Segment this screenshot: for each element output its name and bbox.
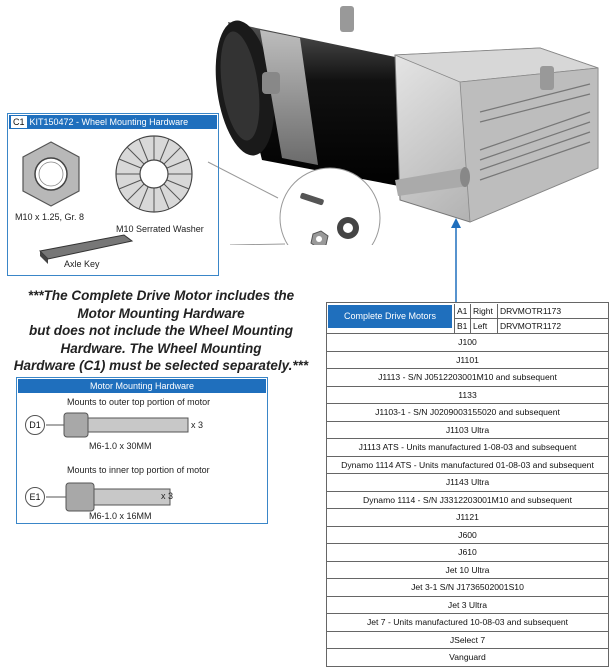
table-row: Dynamo 1114 ATS - Units manufactured 01-…: [327, 457, 608, 474]
table-row: Vanguard: [449, 652, 486, 662]
table-row: Dynamo 1114 - S/N J3312203001M10 and sub…: [327, 492, 608, 509]
table-row: J1113 ATS - Units manufactured 1-08-03 a…: [327, 439, 608, 457]
motor-hardware-title: Motor Mounting Hardware: [18, 379, 266, 393]
complete-drive-motors-table: Complete Drive Motors A1 Right DRVMOTR11…: [326, 302, 609, 667]
note-line: but does not include the Wheel Mounting: [29, 323, 293, 338]
table-title: Complete Drive Motors: [328, 305, 452, 328]
option-row-b1: B1 Left DRVMOTR1172: [454, 318, 609, 333]
option-part-number: DRVMOTR1172: [497, 319, 609, 333]
table-row: J610: [327, 544, 608, 562]
axle-key-caption: Axle Key: [64, 259, 100, 269]
e1-quantity: x 3: [161, 491, 174, 501]
nut-caption: M10 x 1.25, Gr. 8: [15, 212, 85, 222]
table-row: J1121: [327, 509, 608, 527]
d1-screw-image: [46, 412, 189, 438]
kit-code: C1: [11, 116, 27, 128]
note-line: Hardware. The Wheel Mounting: [60, 340, 262, 356]
e1-screw-image: [46, 482, 171, 512]
option-part-number: DRVMOTR1173: [497, 304, 609, 318]
note-line: Motor Mounting Hardware: [77, 305, 245, 321]
table-row: Jet 10 Ultra: [327, 562, 608, 579]
kit-title: KIT150472 - Wheel Mounting Hardware: [29, 117, 189, 127]
e1-spec: M6-1.0 x 16MM: [89, 511, 152, 521]
table-row: J1103-1 - S/N J0209003155020 and subsequ…: [327, 404, 608, 422]
washer-caption: M10 Serrated Washer: [116, 224, 204, 234]
d1-quantity: x 3: [191, 420, 204, 430]
option-side: Right: [470, 304, 497, 318]
table-header: Complete Drive Motors A1 Right DRVMOTR11…: [327, 303, 609, 334]
d1-spec: M6-1.0 x 30MM: [89, 441, 152, 451]
table-row: J600: [327, 527, 608, 544]
option-code: A1: [454, 304, 470, 318]
table-row: JSelect 7: [327, 632, 608, 649]
d1-callout: D1: [25, 415, 45, 435]
table-row: 1133: [327, 387, 608, 404]
table-row: J1113 - S/N J0512203001M10 and subsequen…: [327, 369, 608, 387]
e1-description: Mounts to inner top portion of motor: [67, 465, 210, 475]
serrated-washer-image: [115, 135, 193, 213]
table-row: Jet 3 Ultra: [327, 597, 608, 614]
note-line: Hardware (C1) must be selected separatel…: [13, 358, 309, 373]
axle-key-image: [38, 234, 134, 264]
table-row: J1101: [327, 352, 608, 369]
d1-description: Mounts to outer top portion of motor: [67, 397, 211, 407]
e1-callout: E1: [25, 487, 45, 507]
option-row-a1: A1 Right DRVMOTR1173: [454, 304, 609, 318]
hex-nut-image: [22, 141, 80, 207]
pointer-arrow: [451, 218, 461, 302]
option-side: Left: [470, 319, 497, 333]
drive-motor-illustration: [207, 6, 599, 245]
table-row: J1103 Ultra: [327, 422, 608, 439]
separate-selection-note: ***The Complete Drive Motor includes the…: [0, 287, 322, 375]
table-row: Jet 3-1 S/N J1736502001S10: [327, 579, 608, 597]
table-row: J100: [327, 334, 608, 352]
option-code: B1: [454, 319, 470, 333]
table-row: Jet 7 - Units manufactured 10-08-03 and …: [327, 614, 608, 632]
table-row: J1143 Ultra: [327, 474, 608, 492]
motor-mounting-hardware-box: Motor Mounting Hardware Mounts to outer …: [16, 377, 268, 524]
note-line: ***The Complete Drive Motor includes the: [27, 288, 295, 303]
